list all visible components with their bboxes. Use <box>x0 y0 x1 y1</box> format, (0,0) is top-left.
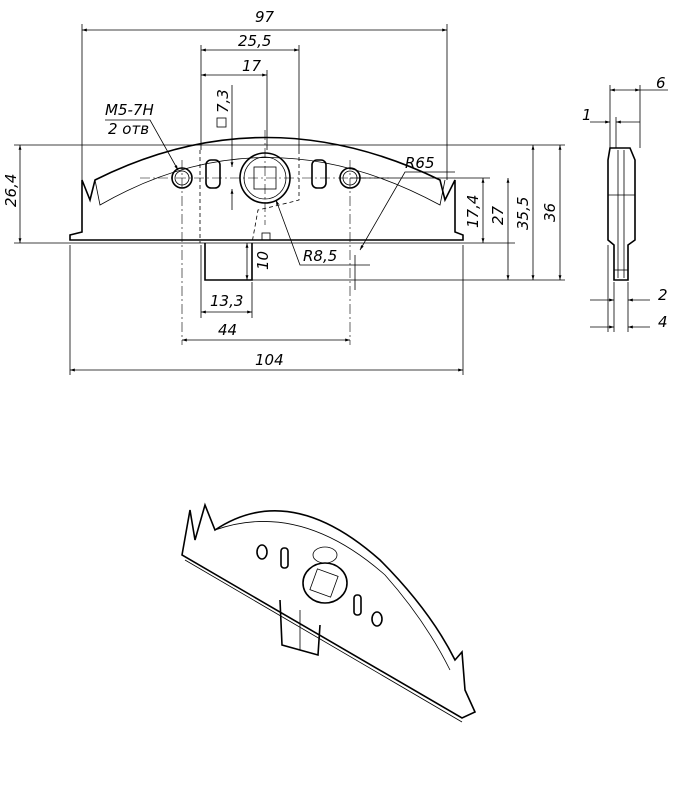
isometric-view <box>181 502 477 723</box>
dimension-lines <box>18 28 562 372</box>
thread-count-label: 2 отв <box>108 120 149 138</box>
dim-r8-5: R8,5 <box>303 247 337 265</box>
dim-35-5: 35,5 <box>514 197 532 230</box>
thread-label: M5-7H <box>105 101 154 119</box>
side-view <box>590 85 668 332</box>
dim-side-2: 2 <box>658 286 668 304</box>
dim-27: 27 <box>489 205 507 225</box>
dim-25-5: 25,5 <box>238 32 271 50</box>
dim-17-4: 17,4 <box>464 195 482 228</box>
dim-17: 17 <box>242 57 262 75</box>
front-view <box>69 130 464 345</box>
dim-26-4: 26,4 <box>2 174 20 207</box>
dim-7-3: 7,3 <box>214 89 232 113</box>
extension-lines <box>14 24 565 375</box>
dim-44: 44 <box>218 321 237 339</box>
dim-104: 104 <box>255 351 284 369</box>
dim-side-1: 1 <box>582 106 592 124</box>
dimension-labels: 97 25,5 17 7,3 M5-7H 2 отв R65 R8,5 26,4… <box>2 8 668 369</box>
dim-r65: R65 <box>405 154 435 172</box>
dim-10: 10 <box>254 251 272 270</box>
dim-side-6: 6 <box>656 74 666 92</box>
dim-side-4: 4 <box>658 313 668 331</box>
dim-36: 36 <box>541 203 559 222</box>
dim-97: 97 <box>255 8 275 26</box>
dim-13-3: 13,3 <box>210 292 243 310</box>
